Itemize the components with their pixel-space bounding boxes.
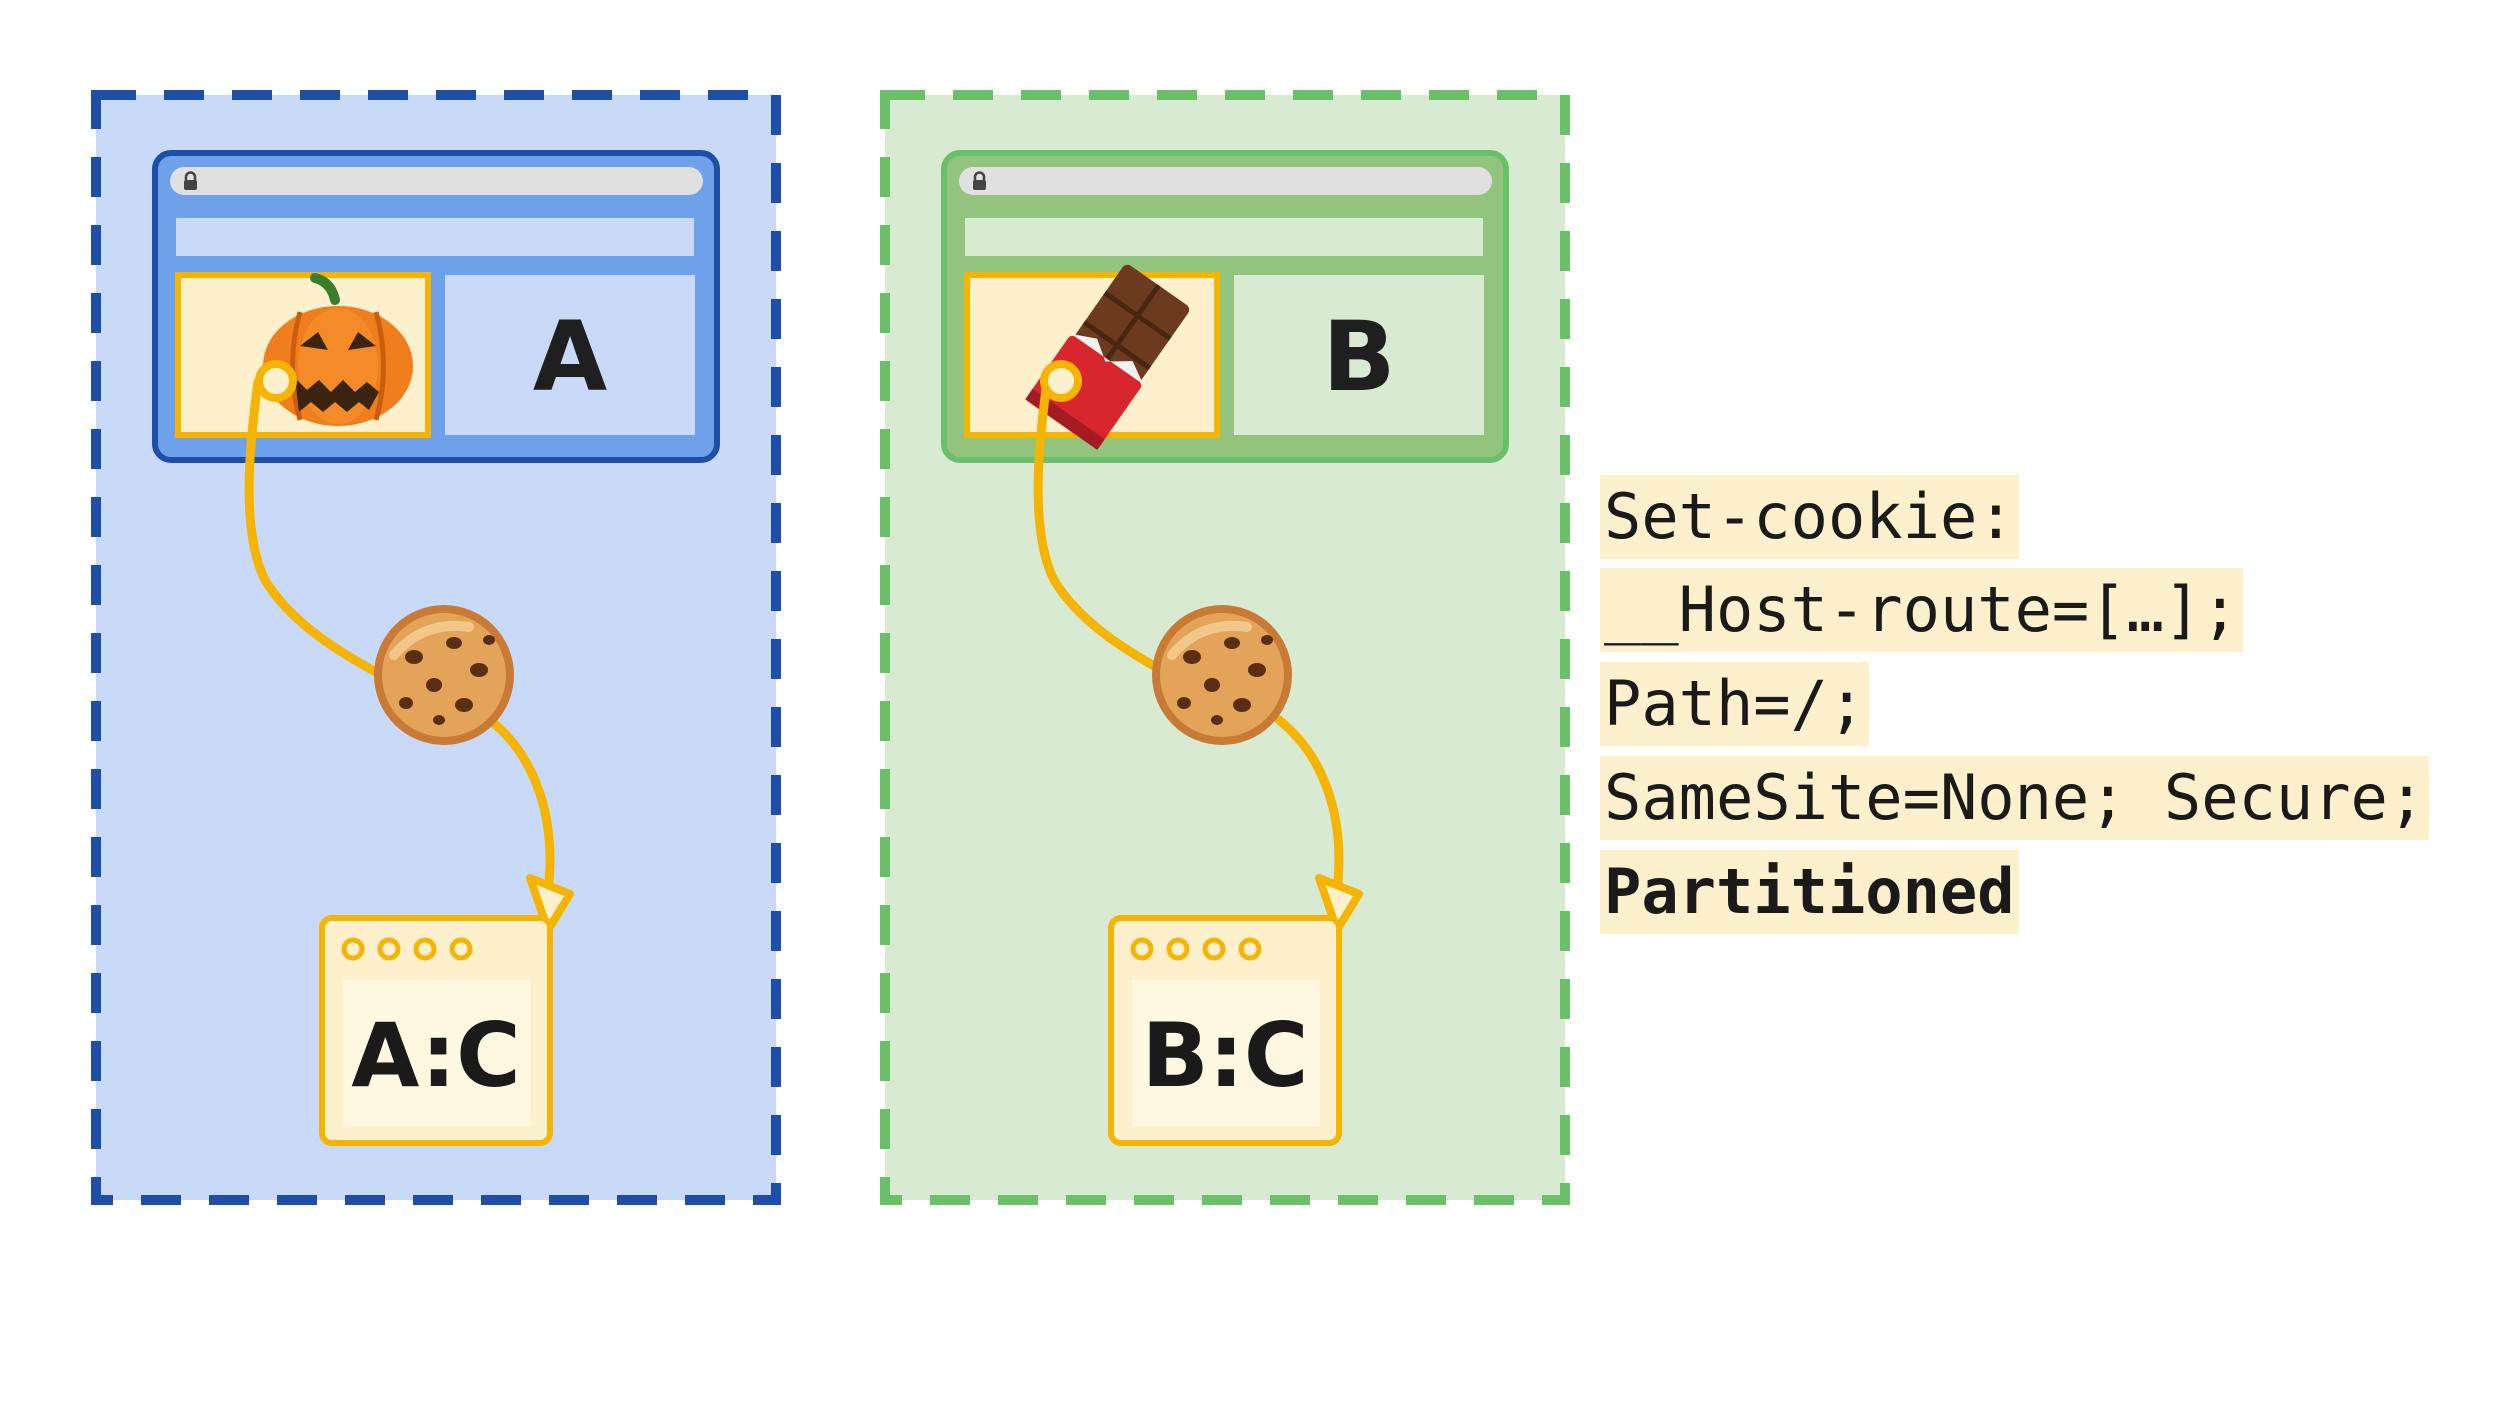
site-label-b: B: [1322, 301, 1395, 413]
code-line-samesite-secure: SameSite=None; Secure;: [1600, 756, 2430, 840]
cookie-icon: [374, 605, 514, 745]
storage-a: A:C: [319, 915, 553, 1146]
toolbar-a: [176, 218, 694, 256]
code-line-set-cookie: Set-cookie:: [1600, 475, 2019, 559]
cookie-icon: [1152, 605, 1292, 745]
address-bar-b: [959, 167, 1492, 195]
storage-label-b: B:C: [1142, 1004, 1309, 1107]
code-line-path: Path=/;: [1600, 662, 1870, 746]
pumpkin-icon: [263, 273, 413, 426]
address-bar-a: [170, 167, 703, 195]
cookie-flow-path-a: [244, 377, 395, 685]
arrowhead-b: [1315, 874, 1363, 934]
panel-a: A A:C: [91, 90, 781, 1205]
content-area-a: [445, 275, 695, 435]
lock-icon: [184, 171, 197, 190]
code-line-partitioned: Partitioned: [1600, 850, 2019, 934]
cookie-flow-path-b: [1033, 377, 1184, 685]
code-line-host-route: __Host-route=[…];: [1600, 568, 2243, 652]
panel-b: B B:C: [880, 90, 1570, 1205]
arrowhead-a: [526, 874, 574, 934]
origin-dot-b: [1040, 360, 1082, 402]
cookie-flow-path-a-lower: [485, 715, 555, 915]
origin-dot-a: [255, 360, 297, 402]
lock-icon: [973, 171, 986, 190]
storage-label-a: A:C: [351, 1004, 521, 1107]
site-label-a: A: [533, 301, 607, 413]
toolbar-b: [965, 218, 1483, 256]
cookie-flow-path-b-lower: [1274, 715, 1344, 915]
content-area-b: [1234, 275, 1484, 435]
storage-b: B:C: [1108, 915, 1342, 1146]
